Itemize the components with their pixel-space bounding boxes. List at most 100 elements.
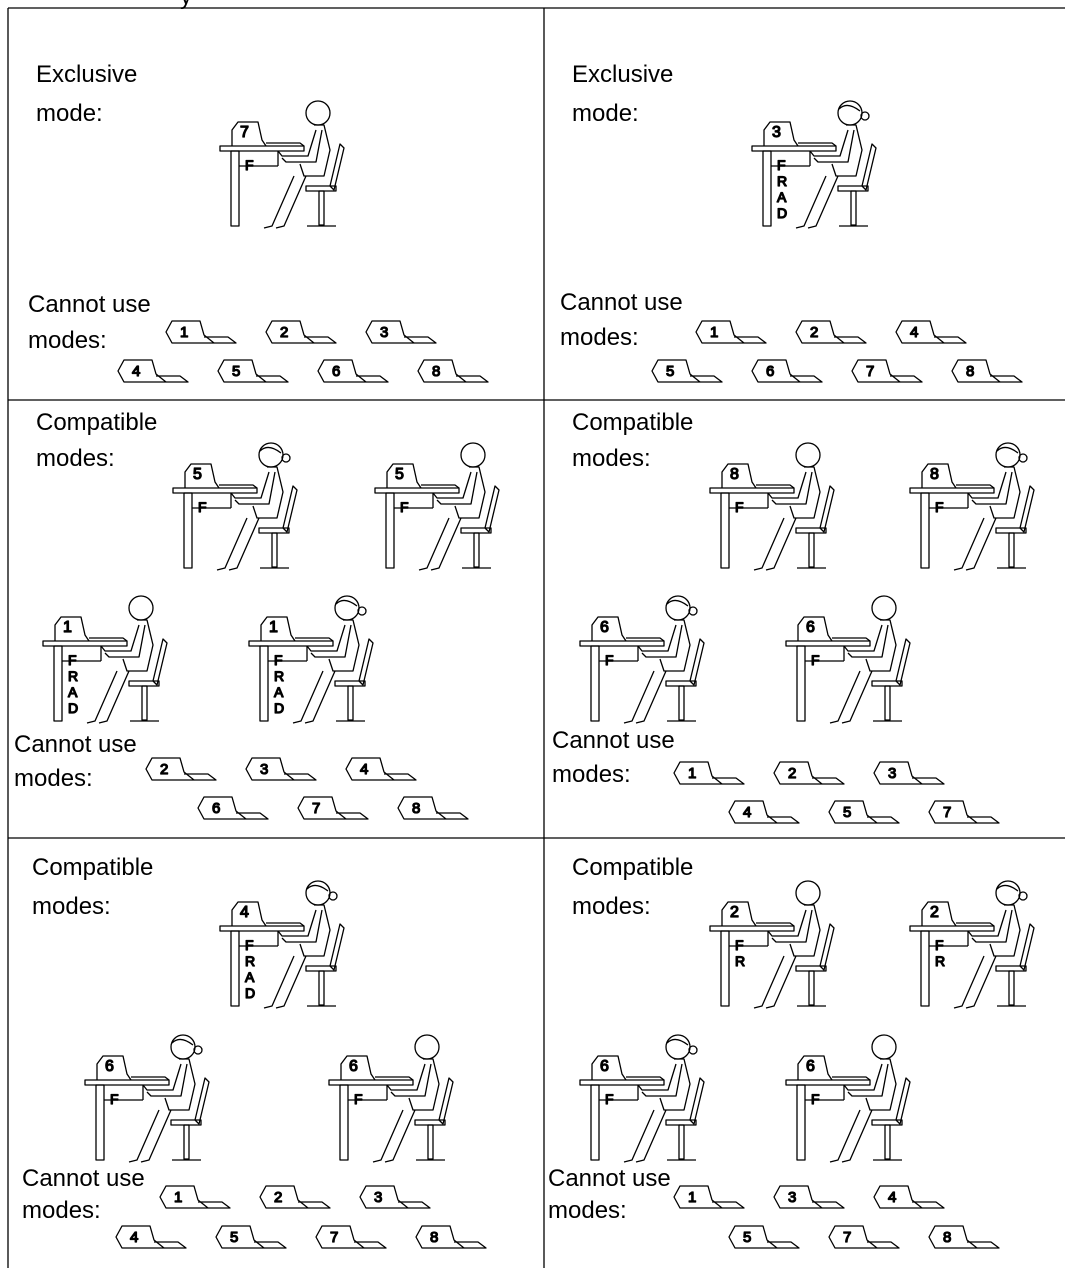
- unavailable-mode-number: 3: [888, 765, 896, 782]
- unavailable-terminal-icon: 1: [160, 1186, 230, 1208]
- chair-icon: [996, 924, 1034, 1006]
- desk-code-letter: R: [777, 173, 787, 189]
- unavailable-mode-number: 6: [212, 800, 220, 817]
- desk-icon: [580, 1080, 664, 1160]
- unavailable-terminal-icon: 2: [774, 762, 844, 784]
- terminal-mode-number: 5: [193, 466, 202, 483]
- terminal-mode-number: 6: [806, 619, 815, 636]
- cannot-use-label-line-2: modes:: [560, 324, 639, 351]
- desk-code-letter: A: [777, 189, 787, 205]
- terminal-icon: 8: [722, 464, 794, 488]
- unavailable-terminal-icon: 4: [729, 801, 799, 823]
- unavailable-mode-number: 3: [374, 1189, 382, 1206]
- unavailable-terminal-icon: 7: [829, 1226, 899, 1248]
- cannot-use-label-line-1: Cannot use: [22, 1165, 145, 1192]
- male-operator-icon: [264, 101, 330, 228]
- unavailable-mode-number: 3: [788, 1189, 796, 1206]
- unavailable-terminal-icon: 1: [674, 1186, 744, 1208]
- desk-icon: [85, 1080, 169, 1160]
- unavailable-mode-number: 2: [274, 1189, 282, 1206]
- panel-heading-line-2: modes:: [572, 445, 651, 472]
- desk-code-letter: F: [245, 157, 254, 173]
- cannot-use-label-line-1: Cannot use: [552, 727, 675, 754]
- terminal-icon: 5: [185, 464, 257, 488]
- unavailable-mode-number: 2: [810, 324, 818, 341]
- panel-heading-line-1: Compatible: [32, 854, 153, 881]
- unavailable-mode-number: 2: [280, 324, 288, 341]
- unavailable-terminal-icon: 3: [246, 758, 316, 780]
- unavailable-terminal-icon: 1: [674, 762, 744, 784]
- desk-code-letter: D: [68, 700, 78, 716]
- desk-icon: [43, 641, 127, 721]
- unavailable-terminal-icon: 7: [852, 360, 922, 382]
- terminal-mode-number: 1: [63, 619, 72, 636]
- chair-icon: [872, 1078, 910, 1160]
- terminal-icon: 2: [722, 902, 794, 926]
- unavailable-terminal-icon: 4: [346, 758, 416, 780]
- unavailable-mode-number: 7: [312, 800, 320, 817]
- operator-workstation: 7F: [220, 101, 344, 228]
- female-operator-icon: [129, 1035, 202, 1162]
- unavailable-terminal-icon: 7: [929, 801, 999, 823]
- cannot-use-label-line-2: modes:: [548, 1197, 627, 1224]
- desk-icon: [375, 488, 459, 568]
- unavailable-mode-number: 1: [180, 324, 188, 341]
- terminal-icon: 2: [922, 902, 994, 926]
- unavailable-mode-number: 4: [888, 1189, 896, 1206]
- unavailable-terminal-icon: 3: [874, 762, 944, 784]
- desk-code-letter: F: [935, 499, 944, 515]
- unavailable-mode-number: 3: [380, 324, 388, 341]
- male-operator-icon: [87, 596, 153, 723]
- terminal-mode-number: 7: [240, 124, 249, 141]
- unavailable-mode-number: 8: [966, 363, 974, 380]
- mode-panel: Exclusivemode:3FRADCannot usemodes:12456…: [560, 61, 1022, 382]
- unavailable-terminal-icon: 5: [652, 360, 722, 382]
- unavailable-mode-number: 4: [130, 1229, 138, 1246]
- desk-icon: [910, 926, 994, 1006]
- desk-code-letter: D: [245, 985, 255, 1001]
- desk-code-letter: R: [935, 953, 945, 969]
- unavailable-mode-number: 6: [332, 363, 340, 380]
- terminal-icon: 1: [55, 617, 127, 641]
- unavailable-terminal-icon: 2: [796, 321, 866, 343]
- panel-heading-line-1: Compatible: [572, 854, 693, 881]
- desk-icon: [910, 488, 994, 568]
- unavailable-mode-number: 1: [174, 1189, 182, 1206]
- terminal-icon: 6: [592, 617, 664, 641]
- terminal-icon: 6: [341, 1056, 413, 1080]
- desk-code-letter: F: [811, 1091, 820, 1107]
- male-operator-icon: [754, 881, 820, 1008]
- cannot-use-label-line-2: modes:: [22, 1197, 101, 1224]
- panel-heading-line-1: Exclusive: [36, 61, 137, 88]
- desk-icon: [710, 488, 794, 568]
- desk-icon: [249, 641, 333, 721]
- female-operator-icon: [264, 881, 337, 1008]
- chair-icon: [666, 639, 704, 721]
- unavailable-terminal-icon: 1: [696, 321, 766, 343]
- chair-icon: [796, 924, 834, 1006]
- unavailable-mode-number: 2: [788, 765, 796, 782]
- operator-workstation: 6F: [85, 1035, 209, 1162]
- unavailable-mode-number: 7: [866, 363, 874, 380]
- desk-code-letter: F: [735, 499, 744, 515]
- unavailable-mode-number: 8: [943, 1229, 951, 1246]
- operator-workstation: 6F: [786, 596, 910, 723]
- male-operator-icon: [830, 596, 896, 723]
- terminal-icon: 6: [592, 1056, 664, 1080]
- operator-workstation: 5F: [173, 443, 297, 570]
- panel-heading-line-1: Compatible: [572, 409, 693, 436]
- unavailable-terminal-icon: 6: [752, 360, 822, 382]
- female-operator-icon: [624, 596, 697, 723]
- terminal-mode-number: 8: [730, 466, 739, 483]
- chair-icon: [259, 486, 297, 568]
- female-operator-icon: [624, 1035, 697, 1162]
- panel-heading-line-2: mode:: [36, 100, 103, 127]
- unavailable-terminal-icon: 6: [198, 797, 268, 819]
- unavailable-mode-number: 7: [843, 1229, 851, 1246]
- cannot-use-label-line-2: modes:: [552, 761, 631, 788]
- desk-code-letter: F: [605, 1091, 614, 1107]
- desk-icon: [710, 926, 794, 1006]
- terminal-icon: 6: [798, 1056, 870, 1080]
